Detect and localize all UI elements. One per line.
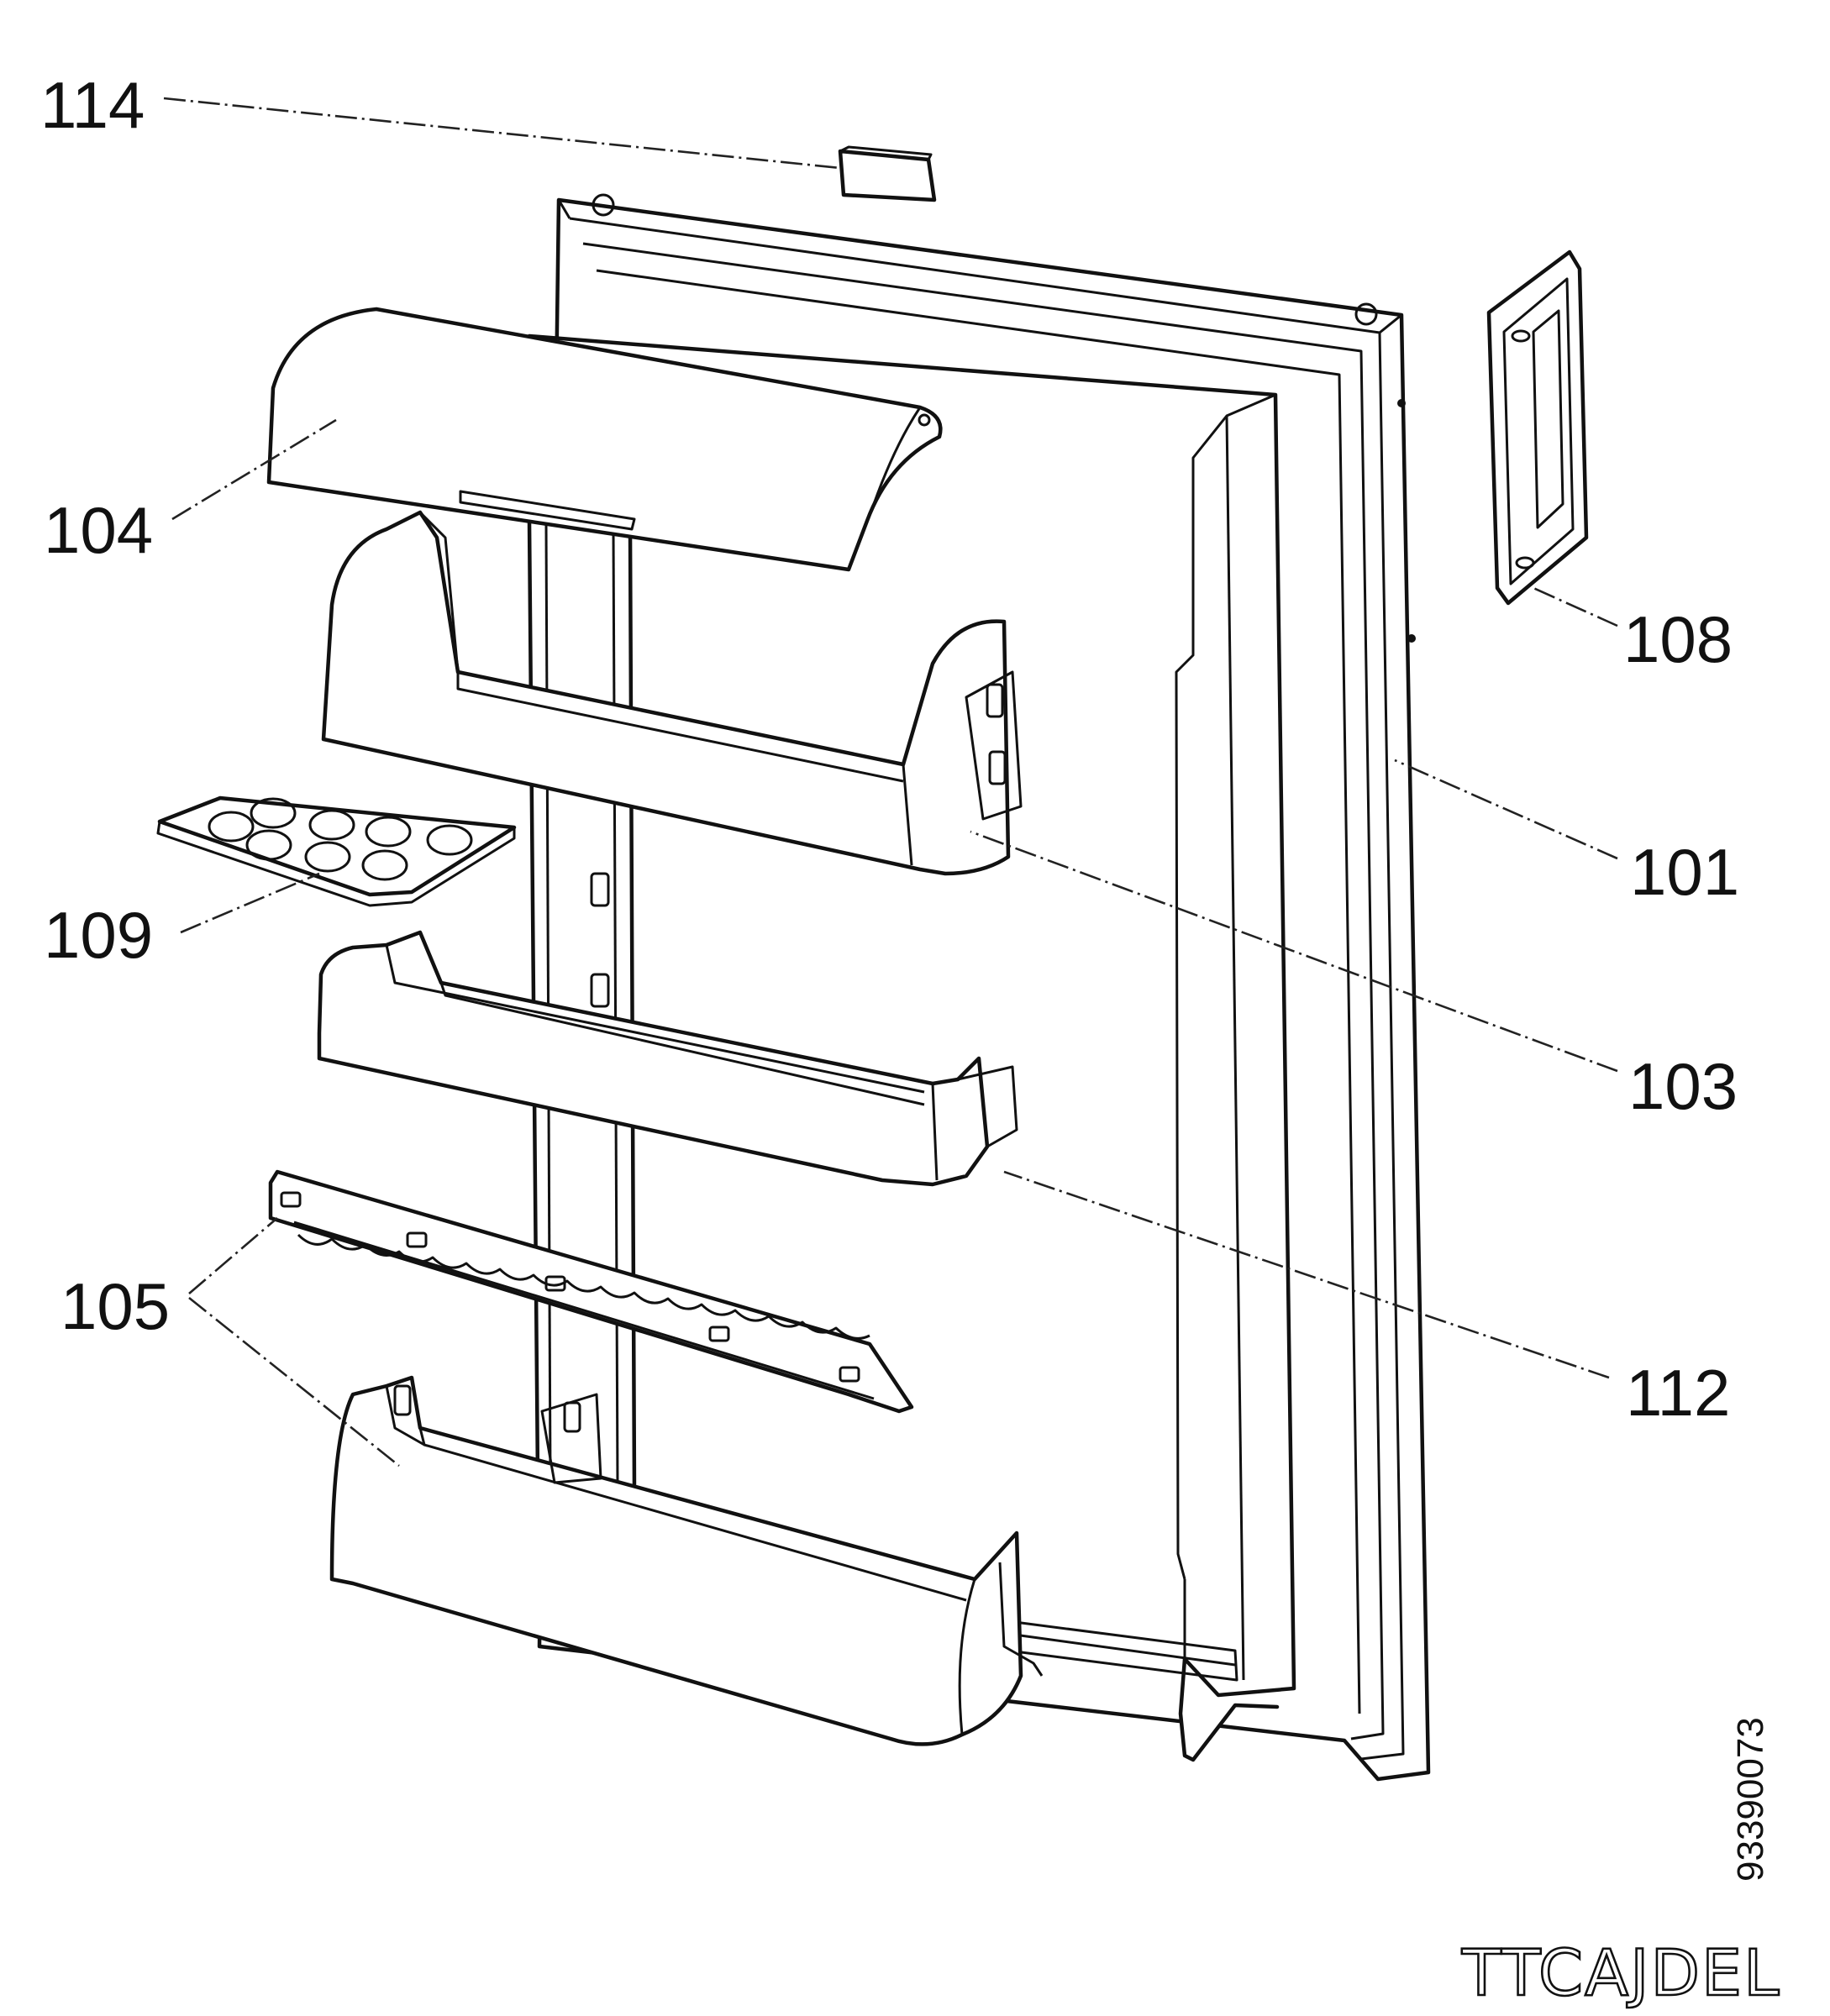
shelf-cover-flap xyxy=(266,307,943,572)
callout-105: 105 xyxy=(60,1269,170,1343)
callout-114: 114 xyxy=(40,68,145,142)
leader-lines xyxy=(163,97,1618,1467)
callout-112: 112 xyxy=(1626,1356,1730,1430)
door-stop-clip xyxy=(838,145,937,202)
upper-door-bin xyxy=(321,510,1023,876)
callout-103: 103 xyxy=(1628,1049,1738,1123)
callout-108: 108 xyxy=(1623,602,1733,676)
callout-101: 101 xyxy=(1630,835,1739,909)
callout-109: 109 xyxy=(44,898,153,972)
bottle-retainer-bar xyxy=(268,1169,914,1414)
door-handle xyxy=(1486,249,1589,606)
drawing-code: 93390073 xyxy=(1730,1717,1771,1882)
inner-liner xyxy=(527,333,1296,1762)
callout-104: 104 xyxy=(44,493,153,567)
model-code: TTCAJDEL xyxy=(1461,1935,1780,2010)
middle-door-bin xyxy=(317,930,1018,1187)
lower-door-bin xyxy=(329,1375,1044,1746)
egg-tray xyxy=(156,795,517,907)
